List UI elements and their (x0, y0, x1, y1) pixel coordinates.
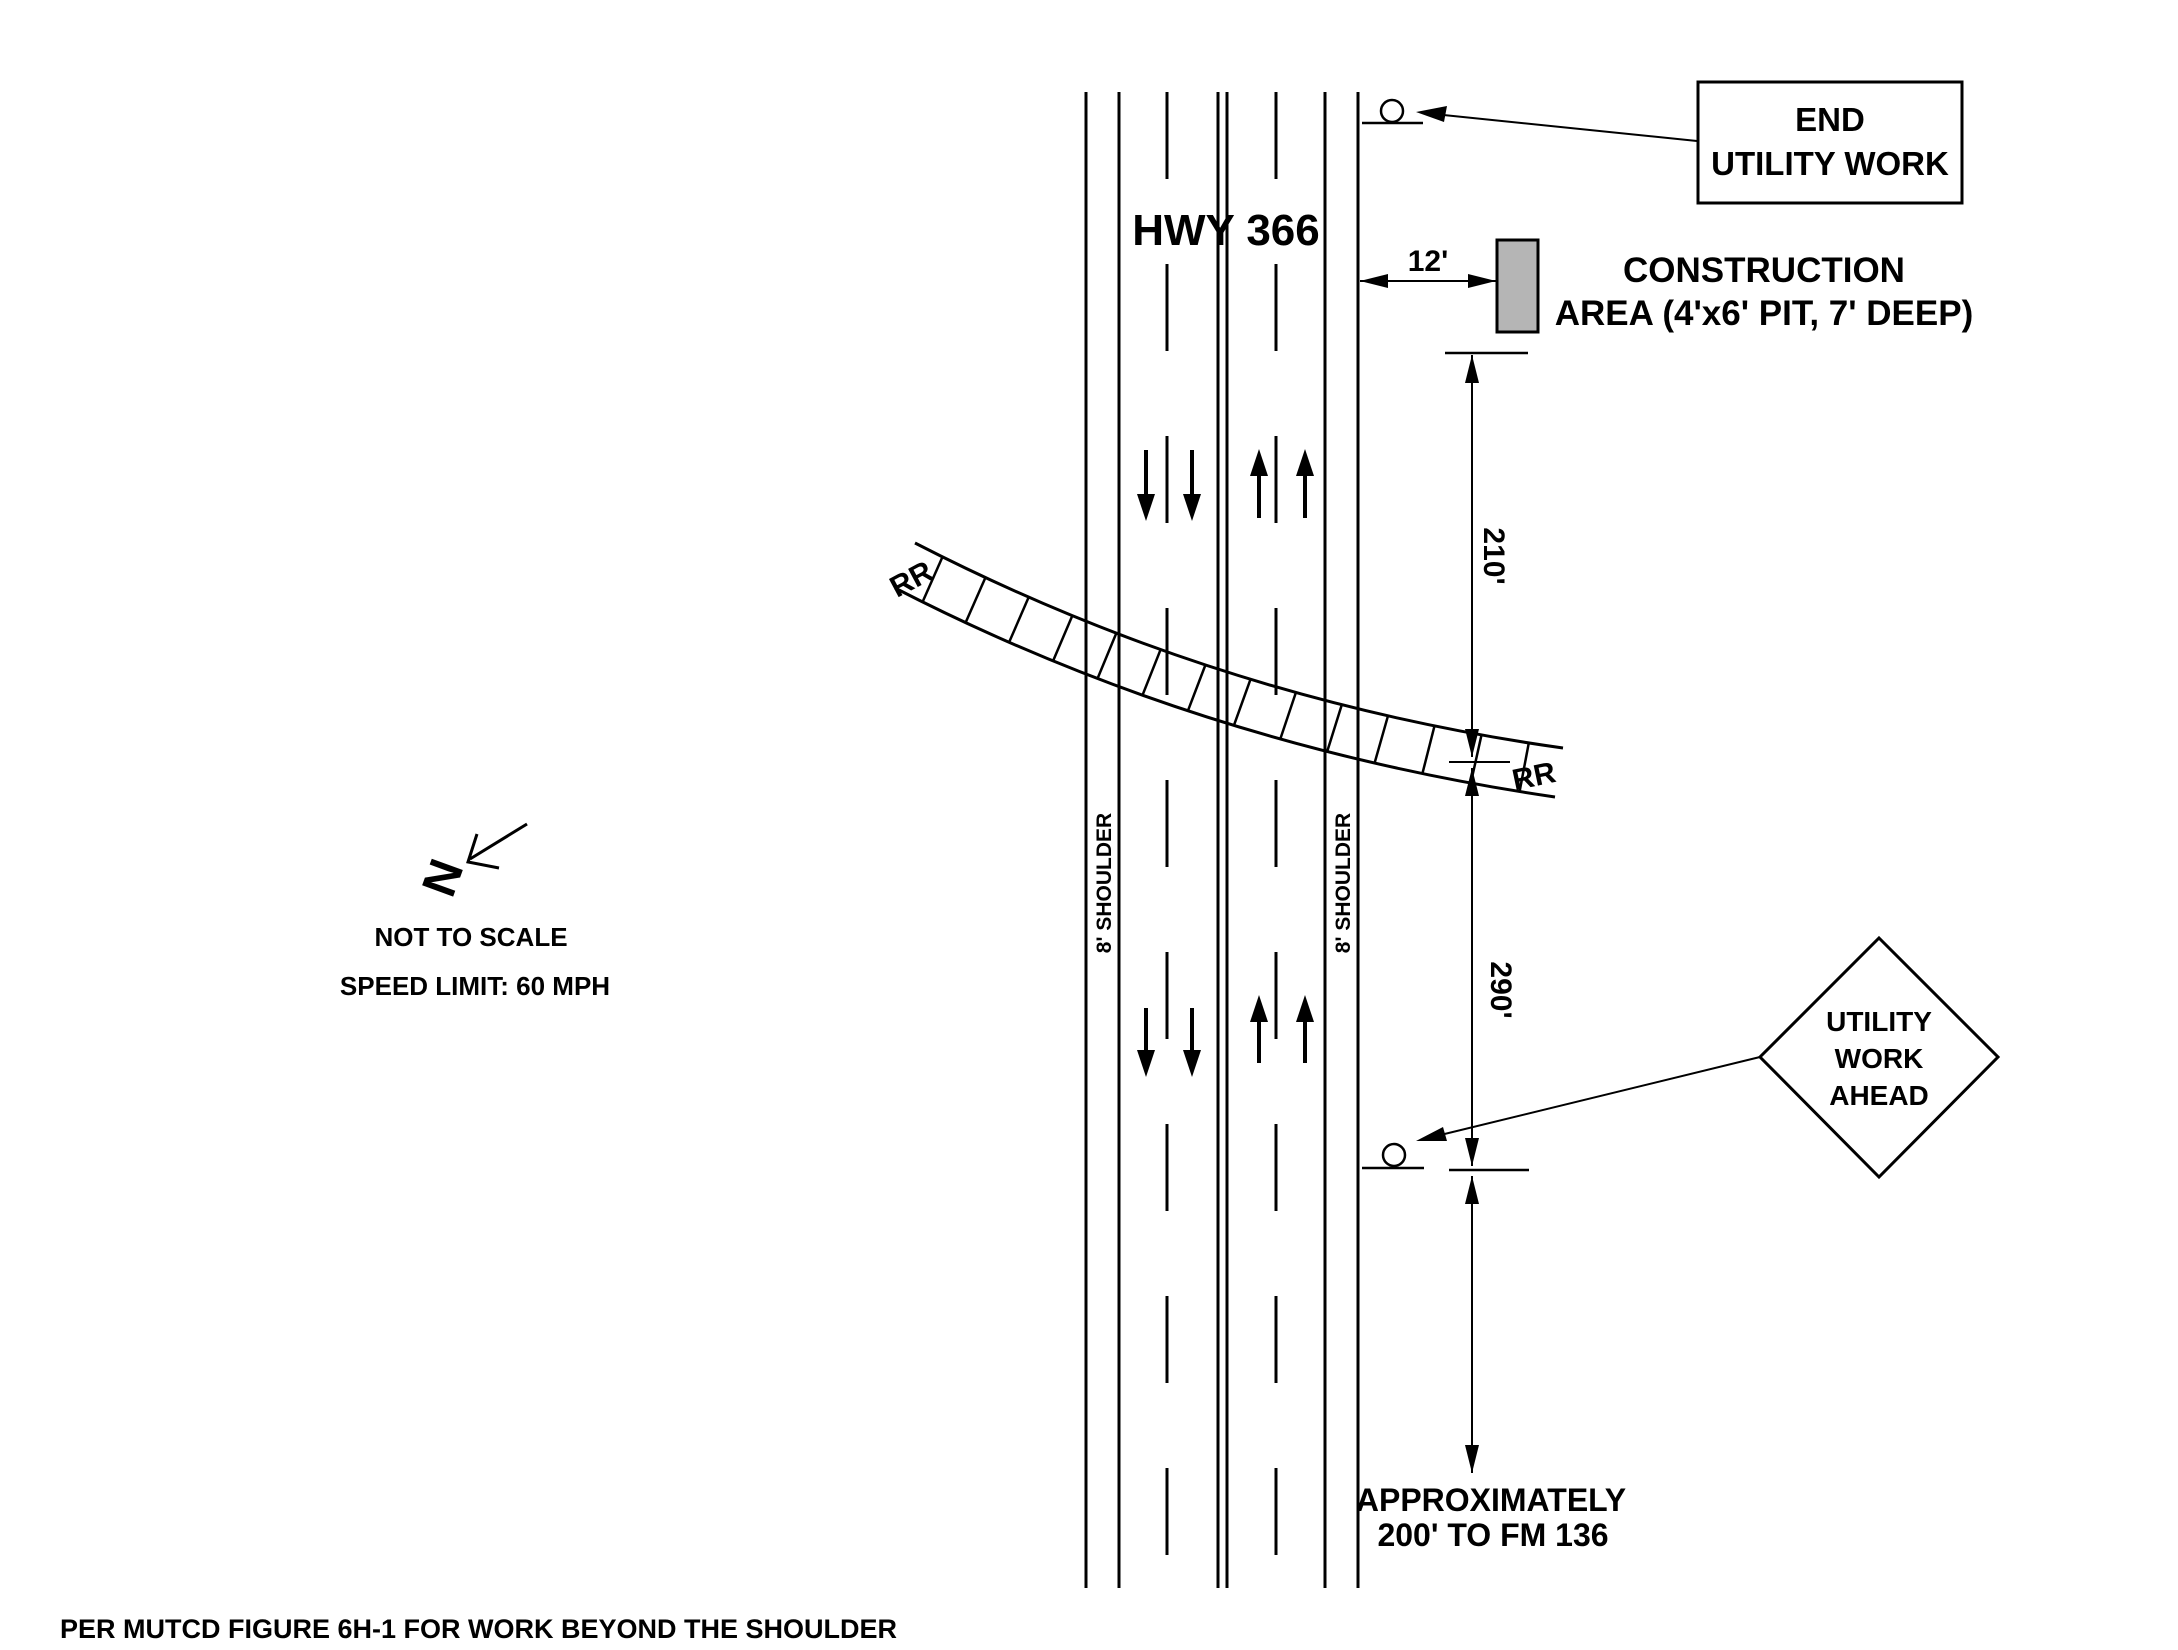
traffic-arrow-northbound-3 (1250, 995, 1268, 1063)
not-to-scale-note: NOT TO SCALE (374, 922, 567, 952)
dimension-12ft: 12' (1360, 245, 1496, 288)
railroad-tie (1141, 649, 1162, 696)
traffic-arrow-northbound-1 (1250, 449, 1268, 518)
ahead-sign-line1: UTILITY (1826, 1006, 1932, 1037)
leader-arrowhead-end-sign (1416, 106, 1447, 122)
railroad-tie (1232, 678, 1252, 726)
railroad-tie (1326, 704, 1343, 752)
railroad-tie (1051, 615, 1074, 662)
leader-arrowhead-ahead-sign (1416, 1127, 1447, 1141)
traffic-arrow-northbound-2 (1296, 449, 1314, 518)
dimension-12ft-label: 12' (1408, 245, 1449, 278)
road: HWY 366 8' SHOULDER 8' SHOULDER (1084, 92, 1360, 1588)
railroad: RR RR (885, 541, 1564, 799)
dimension-290ft-label: 290' (1484, 961, 1517, 1018)
railroad-tie (1518, 742, 1531, 792)
railroad-tie (1007, 596, 1030, 643)
traffic-arrow-southbound-3 (1137, 1008, 1155, 1077)
end-sign-box (1696, 80, 1964, 205)
railroad-tie (1279, 692, 1298, 740)
dimension-210ft: 210' (1445, 351, 1528, 757)
traffic-arrow-southbound-2 (1183, 450, 1201, 521)
footnote: PER MUTCD FIGURE 6H-1 FOR WORK BEYOND TH… (60, 1614, 897, 1644)
dimension-approx-200ft: APPROXIMATELY 200' TO FM 136 (1356, 1176, 1626, 1553)
railroad-tie (1096, 632, 1118, 680)
traffic-arrow-southbound-1 (1137, 450, 1155, 521)
ahead-sign-line3: AHEAD (1829, 1080, 1929, 1111)
shoulder-label-left: 8' SHOULDER (1093, 813, 1116, 953)
north-arrow: N (411, 822, 528, 903)
construction-area: CONSTRUCTION AREA (4'x6' PIT, 7' DEEP) (1495, 238, 1974, 334)
end-sign-line1: END (1795, 101, 1865, 138)
railroad-rail-bottom (894, 586, 1556, 799)
railroad-tie (1373, 715, 1390, 764)
construction-label-line1: CONSTRUCTION (1623, 251, 1905, 290)
traffic-arrow-northbound-4 (1296, 995, 1314, 1063)
ahead-sign-diamond (1757, 935, 2001, 1180)
construction-pit-rect (1495, 238, 1540, 334)
railroad-tie (1186, 664, 1207, 712)
utility-work-ahead-sign: UTILITY WORK AHEAD (1416, 935, 2001, 1180)
north-arrow-shaft (469, 822, 528, 861)
north-arrowhead (466, 833, 500, 870)
speed-limit-note: SPEED LIMIT: 60 MPH (340, 971, 610, 1001)
leader-line-ahead-sign (1423, 1056, 1761, 1140)
sign-marker-end-utility-work (1379, 98, 1405, 124)
approx-label-line1: APPROXIMATELY (1356, 1482, 1626, 1518)
traffic-arrow-southbound-4 (1183, 1008, 1201, 1077)
highway-name-label: HWY 366 (1132, 206, 1320, 255)
sign-marker-utility-work-ahead (1381, 1142, 1407, 1168)
sign-markers (1362, 98, 1424, 1170)
ahead-sign-line2: WORK (1835, 1043, 1924, 1074)
dimensions: 12' 210' 290' APPROXIMATELY 200' TO (1356, 245, 1626, 1553)
leader-line-end-sign (1423, 112, 1698, 142)
railroad-tie (921, 556, 944, 603)
shoulder-label-right: 8' SHOULDER (1332, 813, 1355, 953)
railroad-label-left: RR (885, 555, 939, 605)
railroad-tie (964, 577, 987, 624)
north-letter: N (411, 852, 473, 903)
end-utility-work-sign: END UTILITY WORK (1416, 80, 1964, 205)
railroad-tie (1421, 725, 1436, 774)
end-sign-line2: UTILITY WORK (1711, 145, 1949, 182)
approx-label-line2: 200' TO FM 136 (1377, 1517, 1608, 1553)
dimension-290ft: 290' (1465, 768, 1517, 1166)
railroad-label-right: RR (1509, 756, 1559, 797)
railroad-rail-top (914, 541, 1564, 750)
dimension-210ft-label: 210' (1477, 527, 1510, 584)
construction-label-line2: AREA (4'x6' PIT, 7' DEEP) (1555, 294, 1974, 333)
